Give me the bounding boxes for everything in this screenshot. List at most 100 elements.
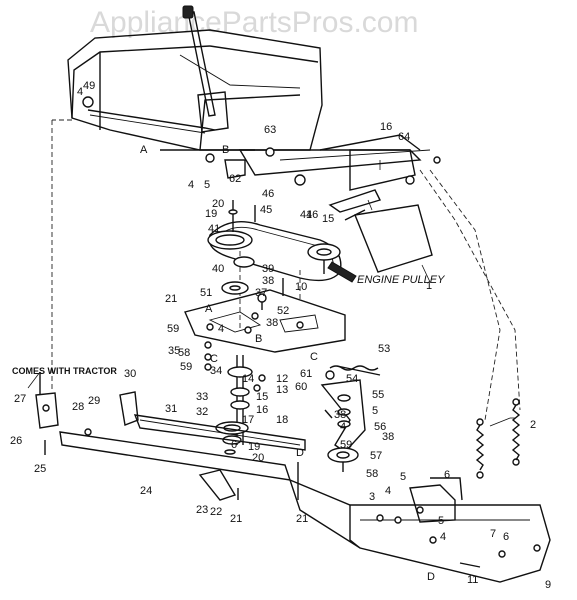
callout-28: 28 bbox=[72, 401, 84, 413]
callout-12: 12 bbox=[276, 373, 288, 385]
callout-30: 30 bbox=[124, 368, 136, 380]
callout-5: 5 bbox=[438, 515, 444, 527]
callout-labels: 4 49 A B 63 16 64 4 5 62 46 20 45 19 44 … bbox=[10, 80, 551, 591]
callout-19: 19 bbox=[248, 441, 260, 453]
callout-15: 15 bbox=[322, 213, 334, 225]
lower-frame bbox=[288, 477, 551, 583]
callout-4: 4 bbox=[77, 86, 83, 98]
callout-21: 21 bbox=[230, 513, 242, 525]
callout-16: 16 bbox=[306, 209, 318, 221]
callout-35: 35 bbox=[168, 345, 180, 357]
callout-4: 4 bbox=[440, 531, 446, 543]
callout-14: 14 bbox=[242, 373, 254, 385]
callout-13: 13 bbox=[276, 384, 288, 396]
callout-37: 37 bbox=[255, 287, 267, 299]
callout-63: 63 bbox=[264, 124, 276, 136]
springs-2 bbox=[475, 398, 521, 479]
callout-21: 21 bbox=[165, 293, 177, 305]
belt-guard-1 bbox=[328, 189, 433, 273]
callout-6: 6 bbox=[444, 469, 450, 481]
callout-5: 5 bbox=[400, 471, 406, 483]
callout-44: 44 bbox=[300, 209, 312, 221]
callout-16: 16 bbox=[256, 404, 268, 416]
callout-59: 59 bbox=[340, 439, 352, 451]
callout-24: 24 bbox=[140, 485, 152, 497]
callout-22: 22 bbox=[210, 506, 222, 518]
callout-58: 58 bbox=[366, 468, 378, 480]
callout-4: 4 bbox=[188, 179, 194, 191]
callout-21: 21 bbox=[296, 513, 308, 525]
callout-2: 2 bbox=[530, 419, 536, 431]
callout-38: 38 bbox=[382, 431, 394, 443]
note-comes-with-tractor: COMES WITH TRACTOR bbox=[12, 366, 117, 376]
callout-38: 38 bbox=[262, 275, 274, 287]
callout-20: 20 bbox=[252, 452, 264, 464]
callout-18: 18 bbox=[276, 414, 288, 426]
callout-56: 56 bbox=[374, 421, 386, 433]
callout-59: 59 bbox=[167, 323, 179, 335]
callout-53: 53 bbox=[378, 343, 390, 355]
callout-55: 55 bbox=[372, 389, 384, 401]
watermark: AppliancePartsPros.com bbox=[90, 6, 418, 39]
ref-b: B bbox=[255, 333, 262, 345]
leader-lines bbox=[27, 160, 516, 427]
callout-19: 19 bbox=[205, 208, 217, 220]
ref-c: C bbox=[210, 353, 218, 365]
callout-64: 64 bbox=[398, 131, 410, 143]
idler-arm bbox=[320, 365, 381, 472]
callout-6: 6 bbox=[231, 439, 237, 451]
callout-6: 6 bbox=[503, 531, 509, 543]
callout-40: 40 bbox=[212, 263, 224, 275]
callout-62: 62 bbox=[229, 173, 241, 185]
lever-knob bbox=[182, 5, 194, 19]
callout-61: 61 bbox=[300, 368, 312, 380]
callout-32: 32 bbox=[196, 406, 208, 418]
callout-d: D bbox=[427, 571, 435, 583]
callout-31: 31 bbox=[165, 403, 177, 415]
callout-7: 7 bbox=[490, 528, 496, 540]
callout-16: 16 bbox=[380, 121, 392, 133]
callout-41: 41 bbox=[208, 223, 220, 235]
callout-39: 39 bbox=[262, 263, 274, 275]
callout-25: 25 bbox=[34, 463, 46, 475]
callout-4: 4 bbox=[385, 485, 391, 497]
callout-27: 27 bbox=[14, 393, 26, 405]
callout-51: 51 bbox=[200, 287, 212, 299]
callout-60: 60 bbox=[295, 381, 307, 393]
center-plate bbox=[184, 289, 346, 353]
callout-d: D bbox=[296, 447, 304, 459]
pulley-39 bbox=[233, 256, 255, 268]
callout-23: 23 bbox=[196, 504, 208, 516]
drive-belt-assembly bbox=[207, 200, 357, 296]
callout-49: 49 bbox=[83, 80, 95, 92]
callout-10: 10 bbox=[295, 281, 307, 293]
callout-57: 57 bbox=[370, 450, 382, 462]
callout-9: 9 bbox=[545, 579, 551, 591]
callout-52: 52 bbox=[277, 305, 289, 317]
washer-51 bbox=[221, 281, 249, 295]
pulley-41 bbox=[207, 230, 253, 250]
callout-4: 4 bbox=[218, 323, 224, 335]
callout-38: 38 bbox=[266, 317, 278, 329]
callout-3: 3 bbox=[369, 491, 375, 503]
callout-4: 4 bbox=[340, 421, 346, 433]
callout-17: 17 bbox=[242, 414, 254, 426]
callout-54: 54 bbox=[346, 373, 358, 385]
callout-15: 15 bbox=[256, 391, 268, 403]
callout-5: 5 bbox=[372, 405, 378, 417]
note-engine-pulley: ENGINE PULLEY bbox=[357, 274, 445, 286]
spring-53 bbox=[329, 365, 379, 371]
callout-34: 34 bbox=[210, 365, 222, 377]
callout-59: 59 bbox=[180, 361, 192, 373]
engine-pulley bbox=[307, 243, 341, 261]
callout-38: 38 bbox=[334, 409, 346, 421]
callout-45: 45 bbox=[260, 204, 272, 216]
phantom-lines bbox=[51, 119, 521, 421]
callout-5: 5 bbox=[204, 179, 210, 191]
ref-a: A bbox=[205, 303, 213, 315]
callout-1: 1 bbox=[426, 280, 432, 292]
callout-20: 20 bbox=[212, 198, 224, 210]
ref-b: B bbox=[222, 144, 229, 156]
callout-11: 11 bbox=[467, 574, 478, 586]
